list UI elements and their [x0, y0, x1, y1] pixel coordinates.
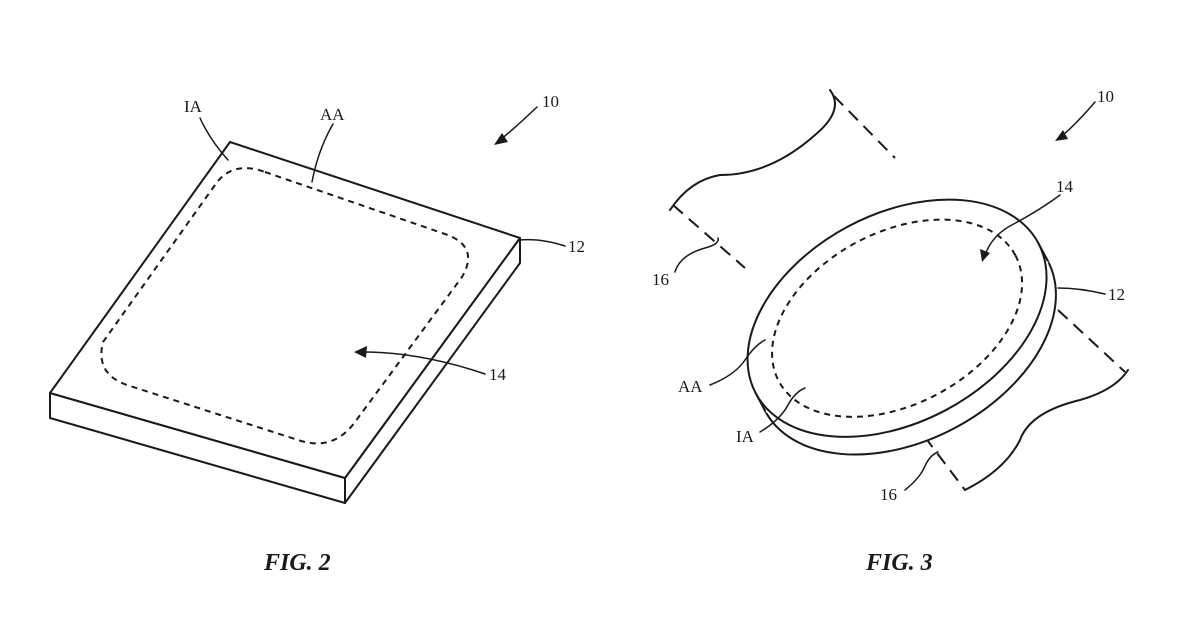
fig3-leader-ia — [759, 387, 806, 433]
fig2-leader-ia — [199, 117, 229, 161]
arrow-icon — [1055, 130, 1068, 141]
arrow-icon — [494, 133, 508, 145]
fig2-leader-12 — [519, 238, 566, 247]
fig-3: 10 14 12 16 AA IA 16 FIG. 3 — [652, 87, 1129, 576]
fig2-leader-14 — [362, 351, 486, 375]
fig2-leader-10 — [499, 106, 538, 141]
fig2-leader-aa — [311, 123, 334, 183]
fig2-label-10: 10 — [542, 92, 559, 111]
fig3-label-10: 10 — [1097, 87, 1114, 106]
fig3-leader-aa — [709, 339, 766, 386]
fig2-label-12: 12 — [568, 237, 585, 256]
arrow-icon — [980, 249, 990, 262]
fig3-band-upper-left — [672, 204, 746, 269]
fig3-band-upper-edge — [669, 89, 836, 211]
fig3-leader-10 — [1061, 101, 1096, 137]
fig2-caption: FIG. 2 — [263, 550, 331, 576]
fig2-label-aa: AA — [320, 105, 345, 124]
fig3-leader-16-upper — [674, 237, 719, 273]
fig3-leader-14 — [984, 194, 1061, 256]
fig3-band-upper-right — [833, 95, 896, 159]
fig2-label-ia: IA — [184, 97, 203, 116]
fig3-label-12: 12 — [1108, 285, 1125, 304]
fig3-label-14: 14 — [1056, 177, 1074, 196]
fig3-band-lower-right — [1057, 309, 1126, 373]
fig3-body-top-face — [746, 198, 1048, 438]
fig3-label-16-upper: 16 — [652, 270, 669, 289]
fig3-band-lower-left — [911, 419, 966, 491]
fig3-caption: FIG. 3 — [865, 550, 933, 576]
fig3-band-lower-edge — [964, 369, 1129, 491]
fig2-active-area-outline — [100, 167, 470, 445]
fig2-label-14: 14 — [489, 365, 507, 384]
fig3-label-16-lower: 16 — [880, 485, 897, 504]
fig3-leader-16-lower — [904, 451, 939, 491]
arrow-icon — [354, 346, 367, 358]
fig-2: IA AA 10 12 14 FIG. 2 — [49, 92, 585, 576]
fig2-slab-top-face — [49, 141, 521, 479]
fig3-label-aa: AA — [678, 377, 703, 396]
fig3-label-ia: IA — [736, 427, 755, 446]
fig3-leader-12 — [1057, 287, 1106, 295]
fig3-active-area-outline — [771, 218, 1024, 418]
